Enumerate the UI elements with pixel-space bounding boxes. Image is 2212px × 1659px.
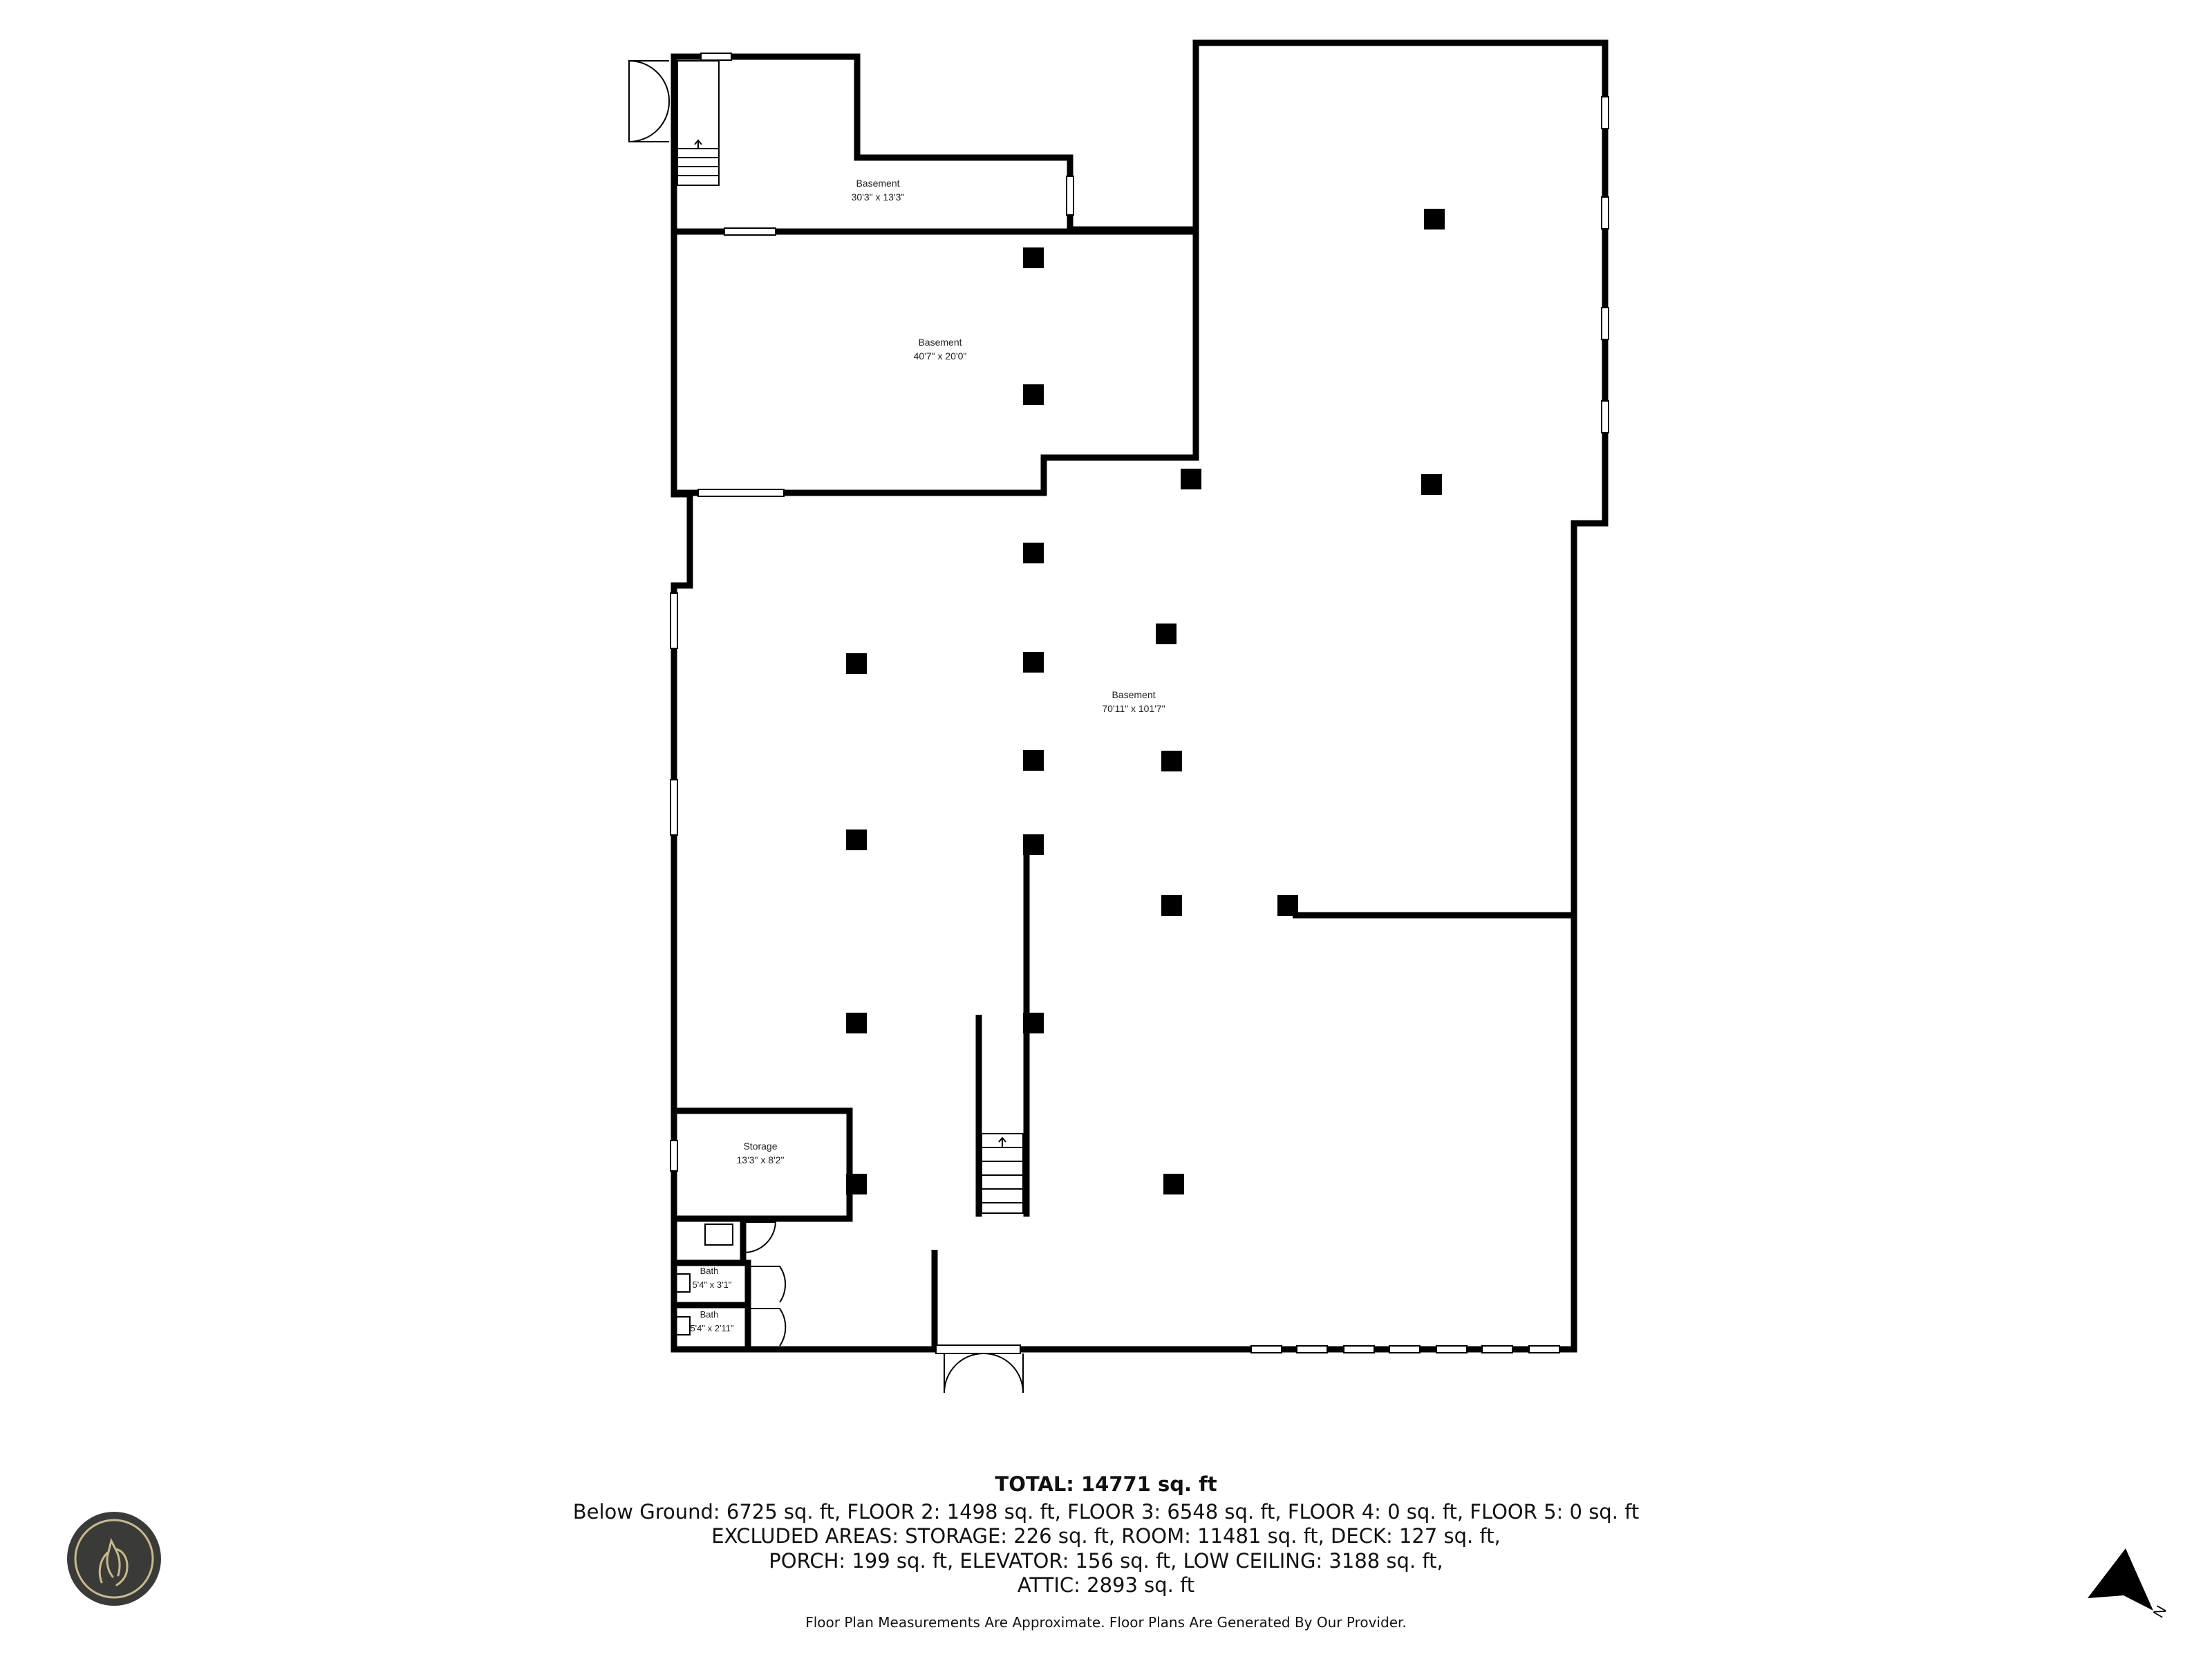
window [1296,1345,1328,1353]
entry-door-gap [935,1344,1021,1354]
column [1023,247,1044,268]
column [1023,1013,1044,1033]
wolf-logo-icon [67,1512,161,1606]
outer-wall [671,39,1609,1353]
closet-door [743,1221,777,1254]
entry-door [944,1353,1024,1394]
window [1601,307,1609,340]
column [846,830,867,850]
stairs-top-left [677,60,720,186]
window [670,592,678,649]
room-dims-bath1: 5'4" x 3'1" [693,1280,732,1290]
toilet-icon [675,1273,691,1293]
area-breakdown-line-3: PORCH: 199 sq. ft, ELEVATOR: 156 sq. ft,… [769,1549,1443,1573]
room-dims-basement-main: 70'11" x 101'7" [1102,703,1165,714]
column [1023,543,1044,563]
column [1161,895,1182,916]
room-name-basement-main: Basement [1112,689,1155,700]
column [1163,1174,1184,1194]
column [846,653,867,674]
window [1250,1345,1282,1353]
north-arrow-icon: N [2088,1548,2171,1621]
room-name-bath2: Bath [700,1309,719,1320]
exterior-door-top-left [628,60,671,142]
opening [724,227,776,236]
window [1528,1345,1560,1353]
bath1-door [747,1266,787,1303]
column [1424,209,1445,229]
opening [697,489,785,497]
column [1023,750,1044,771]
room-dims-storage: 13'3" x 8'2" [737,1154,785,1165]
columns [846,209,1445,1194]
room-name-basement-mid: Basement [918,337,962,348]
wall-storage [674,1107,853,1222]
wall-basement-mid-right [674,232,1199,496]
column [1421,474,1442,495]
sink-icon [704,1224,733,1246]
doors [628,60,1024,1394]
column [846,1013,867,1033]
stairs-main [981,1133,1024,1214]
window [1601,400,1609,433]
window [1389,1345,1421,1353]
fixtures [675,1224,733,1335]
column [1156,624,1177,644]
room-name-basement-small: Basement [856,178,899,189]
column [1023,384,1044,405]
column [1161,751,1182,771]
window [670,779,678,836]
area-breakdown-line-4: ATTIC: 2893 sq. ft [1017,1573,1195,1597]
window [1343,1345,1375,1353]
toilet-icon [675,1316,691,1335]
compass-label: N [2150,1602,2171,1620]
disclaimer: Floor Plan Measurements Are Approximate.… [805,1614,1407,1631]
room-dims-basement-small: 30'3" x 13'3" [852,191,905,203]
window [1481,1345,1513,1353]
window [1436,1345,1468,1353]
room-name-storage: Storage [743,1141,777,1152]
column [1181,469,1201,489]
window [1601,96,1609,129]
room-dims-bath2: 5'4" x 2'11" [690,1323,733,1333]
area-breakdown-line-1: Below Ground: 6725 sq. ft, FLOOR 2: 1498… [572,1500,1640,1524]
column [846,1174,867,1194]
wall-closet [674,1215,747,1263]
window [1601,196,1609,229]
window [700,53,732,61]
area-breakdown-line-2: EXCLUDED AREAS: STORAGE: 226 sq. ft, ROO… [711,1524,1501,1548]
room-dims-basement-mid: 40'7" x 20'0" [914,350,967,362]
window [670,1140,678,1172]
window [1066,176,1074,216]
column [1277,895,1298,916]
room-labels: Basement 30'3" x 13'3" Basement 40'7" x … [690,178,1165,1333]
room-name-bath1: Bath [700,1266,719,1276]
bath2-door [747,1308,787,1347]
column [1023,652,1044,673]
total-area: TOTAL: 14771 sq. ft [995,1472,1217,1496]
column [1023,834,1044,855]
